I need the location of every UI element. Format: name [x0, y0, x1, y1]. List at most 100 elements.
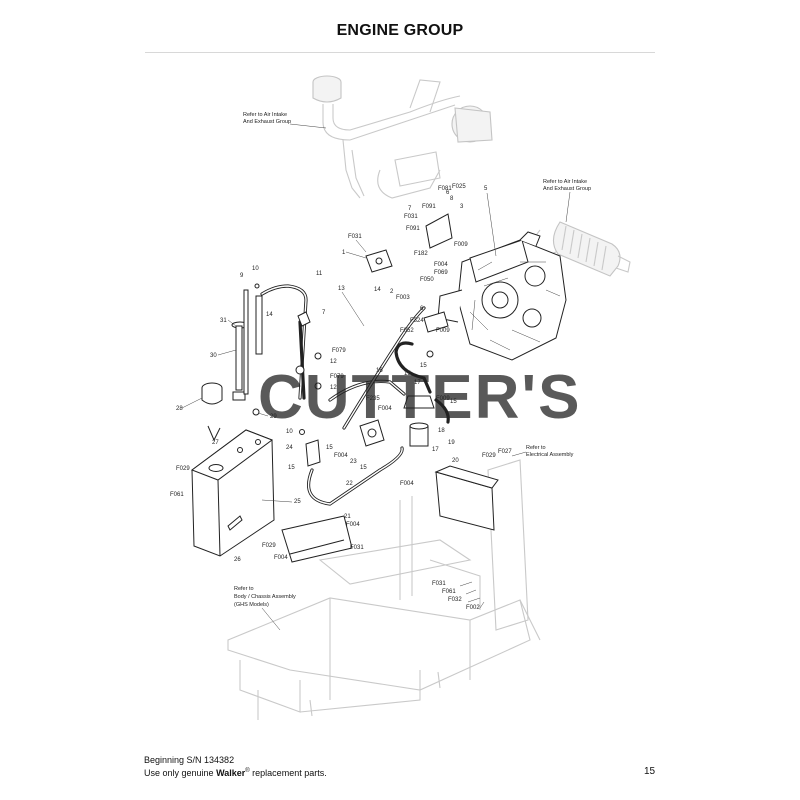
callout: F031 [348, 234, 362, 240]
callout: F031 [432, 581, 446, 587]
callout: 3 [460, 204, 464, 210]
note-air-intake-left-2: And Exhaust Group [243, 119, 291, 125]
callout: 16 [376, 368, 383, 374]
note-air-intake-left-1: Refer to Air Intake [243, 112, 287, 118]
callout: 5 [484, 186, 488, 192]
callout: 29 [270, 414, 277, 420]
callout: 14 [374, 287, 381, 293]
callout: 15 [326, 445, 333, 451]
page-number: 15 [644, 766, 656, 777]
engine-block [437, 231, 567, 361]
callout: F029 [262, 543, 276, 549]
callout: F002 [466, 605, 480, 611]
callout: 7 [322, 310, 326, 316]
callout: 2 [390, 289, 394, 295]
title-divider [145, 52, 655, 53]
callout: F324 [410, 318, 424, 324]
callout: 11 [316, 271, 323, 277]
callout: F079 [332, 348, 346, 354]
callout: F029 [482, 453, 496, 459]
callout: F004 [400, 481, 414, 487]
callout: F003 [396, 295, 410, 301]
note-air-intake-right-2: And Exhaust Group [543, 186, 591, 192]
note-chassis-2: Body / Chassis Assembly [234, 594, 296, 600]
reference-notes: Refer to Air Intake And Exhaust Group Re… [234, 112, 591, 631]
callout: 28 [176, 406, 183, 412]
note-chassis-1: Refer to [234, 586, 254, 592]
footer-note: Use only genuine Walker® replacement par… [144, 766, 327, 778]
callout: 17 [432, 447, 439, 453]
callout: 14 [266, 312, 273, 318]
callout: 27 [212, 440, 219, 446]
note-air-intake-right-1: Refer to Air Intake [543, 179, 587, 185]
callout-labels: F081 F025 5 6 8 3 7 F091 F031 F091 F031 … [170, 184, 512, 611]
callout: 21 [344, 514, 351, 520]
callout: F027 [498, 449, 512, 455]
callout: 15 [420, 363, 427, 369]
callout: 17 [414, 380, 421, 386]
callout: 8 [450, 196, 454, 202]
callout: 22 [346, 481, 353, 487]
fuel-filter-pump [252, 213, 499, 563]
callout: 15 [404, 371, 411, 377]
callout: 15 [288, 465, 295, 471]
callout: 31 [220, 318, 227, 324]
callout: 6 [420, 306, 424, 312]
callout: F081 [438, 186, 452, 192]
callout: F079 [330, 374, 344, 380]
callout: F069 [434, 270, 448, 276]
callout: F029 [176, 466, 190, 472]
callout: F182 [414, 251, 428, 257]
callout: F235 [366, 396, 380, 402]
callout: F091 [406, 226, 420, 232]
ghost-chassis-frame [227, 459, 541, 720]
fuel-tank [190, 429, 275, 557]
callout: 30 [210, 353, 217, 359]
callout: F025 [452, 184, 466, 190]
footer-serial: Beginning S/N 134382 [144, 755, 235, 765]
callout: F050 [420, 277, 434, 283]
callout: 6 [446, 190, 450, 196]
page-title: ENGINE GROUP [336, 22, 464, 39]
callout: F061 [170, 492, 184, 498]
footer-note-suffix: replacement parts. [249, 768, 327, 778]
callout: 24 [286, 445, 293, 451]
callout: 1 [342, 250, 346, 256]
callout: 23 [350, 459, 357, 465]
callout: 25 [294, 499, 301, 505]
callout: F009 [436, 396, 450, 402]
callout: F032 [448, 597, 462, 603]
footer-registered-mark: ® [245, 768, 250, 774]
callout: F004 [346, 522, 360, 528]
callout: F004 [274, 555, 288, 561]
footer-note-prefix: Use only genuine [144, 768, 217, 778]
callout: 13 [338, 286, 345, 292]
callout: 9 [240, 273, 244, 279]
ghost-air-intake-assembly [312, 75, 493, 199]
callout: F004 [434, 262, 448, 268]
callout: F052 [400, 328, 414, 334]
callout: 26 [234, 557, 241, 563]
callout: 7 [408, 206, 412, 212]
callout: F031 [350, 545, 364, 551]
note-chassis-3: (GHS Models) [234, 602, 269, 608]
note-electrical-1: Refer to [526, 445, 546, 451]
fuel-cap [201, 382, 223, 442]
callout: 10 [286, 429, 293, 435]
callout: 19 [448, 440, 455, 446]
watermark: CUTTER'S [258, 363, 582, 432]
callout: F004 [378, 406, 392, 412]
callout: 10 [252, 266, 259, 272]
sending-unit [231, 283, 263, 401]
callout: F009 [436, 328, 450, 334]
callout: F061 [442, 589, 456, 595]
note-electrical-2: Electrical Assembly [526, 452, 574, 458]
callout: 18 [438, 428, 445, 434]
callout: F009 [454, 242, 468, 248]
callout: F031 [404, 214, 418, 220]
callout: 12 [330, 359, 337, 365]
callout: 15 [360, 465, 367, 471]
callout: F091 [422, 204, 436, 210]
callout: 12 [330, 385, 337, 391]
